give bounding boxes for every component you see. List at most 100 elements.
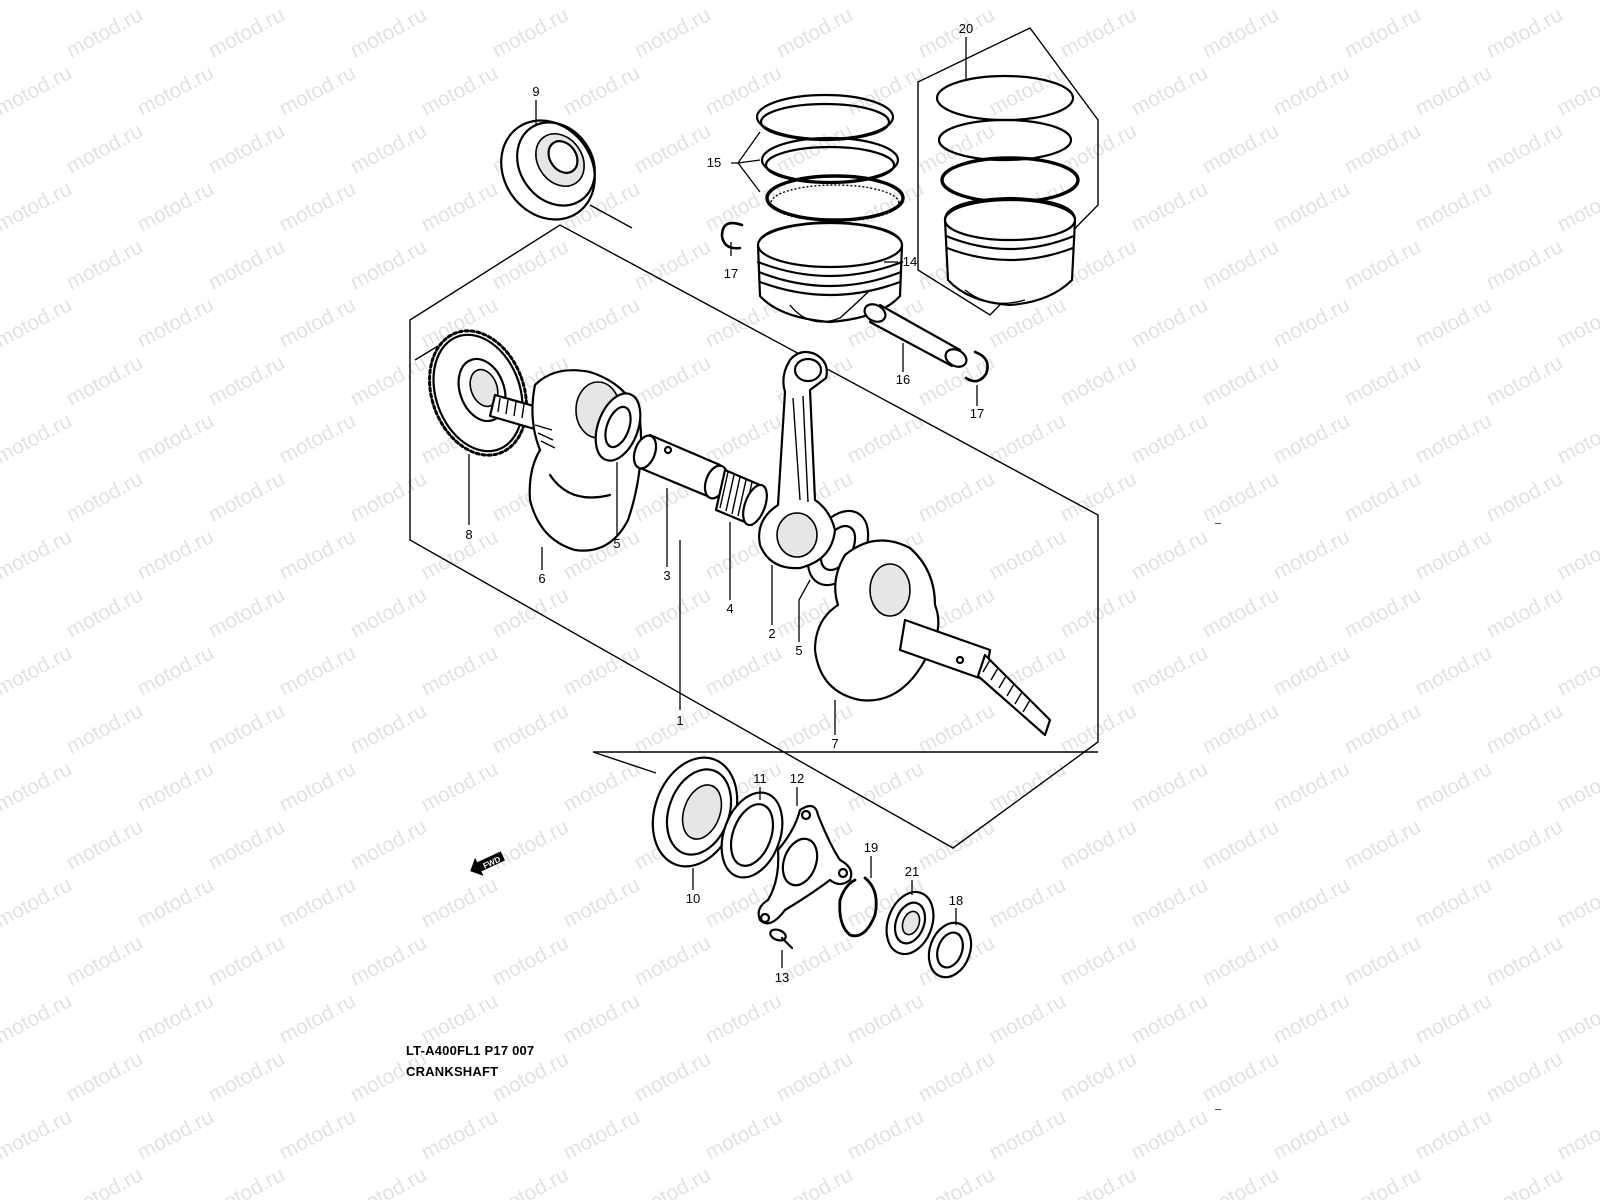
- watermark-text: motod.ru: [844, 1105, 928, 1164]
- watermark-text: motod.ru: [773, 1163, 857, 1200]
- callout-11: 11: [753, 771, 767, 786]
- watermark-text: motod.ru: [1270, 989, 1354, 1048]
- watermark-text: motod.ru: [702, 989, 786, 1048]
- watermark-text: motod.ru: [1483, 815, 1567, 874]
- watermark-text: motod.ru: [134, 989, 218, 1048]
- watermark-text: motod.ru: [63, 3, 147, 62]
- watermark-text: motod.ru: [631, 583, 715, 642]
- bearing-9: [500, 119, 596, 221]
- watermark-text: motod.ru: [0, 1047, 5, 1106]
- piston-set-box: [917, 27, 1099, 316]
- watermark-text: motod.ru: [489, 1163, 573, 1200]
- watermark-text: motod.ru: [418, 525, 502, 584]
- watermark-text: motod.ru: [1412, 757, 1496, 816]
- watermark-text: motod.ru: [844, 0, 928, 4]
- watermark-text: motod.ru: [418, 757, 502, 816]
- watermark-text: motod.ru: [1270, 1105, 1354, 1164]
- watermark-text: motod.ru: [1554, 641, 1600, 700]
- title-block: LT-A400FL1 P17 007 CRANKSHAFT: [406, 1040, 534, 1082]
- callout-2: 2: [768, 626, 775, 641]
- watermark-text: motod.ru: [1483, 467, 1567, 526]
- watermark-text: motod.ru: [0, 119, 5, 178]
- watermark-text: motod.ru: [347, 815, 431, 874]
- watermark-text: motod.ru: [1199, 467, 1283, 526]
- piston-pin-16: [863, 303, 968, 368]
- watermark-text: motod.ru: [134, 0, 218, 4]
- watermark-text: motod.ru: [134, 293, 218, 352]
- watermark-text: motod.ru: [1128, 641, 1212, 700]
- watermark-text: motod.ru: [560, 61, 644, 120]
- watermark-text: motod.ru: [631, 699, 715, 758]
- watermark-text: motod.ru: [347, 583, 431, 642]
- watermark-text: motod.ru: [702, 0, 786, 4]
- watermark-text: motod.ru: [1554, 177, 1600, 236]
- watermark-text: motod.ru: [1554, 293, 1600, 352]
- watermark-text: motod.ru: [1128, 177, 1212, 236]
- watermark-text: motod.ru: [205, 467, 289, 526]
- watermark-text: motod.ru: [1554, 989, 1600, 1048]
- watermark-text: motod.ru: [915, 119, 999, 178]
- callout-5-right: 5: [795, 643, 802, 658]
- watermark-text: motod.ru: [205, 1047, 289, 1106]
- watermark-text: motod.ru: [986, 525, 1070, 584]
- watermark-text: motod.ru: [1341, 467, 1425, 526]
- watermark-text: motod.ru: [205, 235, 289, 294]
- assembly-frame: [409, 204, 1099, 849]
- watermark-text: motod.ru: [1270, 61, 1354, 120]
- piston-rings-15: [755, 93, 905, 222]
- watermark-text: motod.ru: [1554, 409, 1600, 468]
- callout-labels: 1 2 3 4 5 5 6 7 8 9 10 11 12 13 14 15 16…: [465, 21, 984, 985]
- watermark-text: motod.ru: [1483, 931, 1567, 990]
- watermark-text: motod.ru: [1341, 815, 1425, 874]
- watermark-text: motod.ru: [0, 467, 5, 526]
- watermark-text: motod.ru: [0, 641, 76, 700]
- watermark-text: motod.ru: [560, 293, 644, 352]
- callout-7: 7: [831, 736, 838, 751]
- watermark-text: motod.ru: [560, 989, 644, 1048]
- watermark-text: motod.ru: [631, 1047, 715, 1106]
- callout-8: 8: [465, 527, 472, 542]
- watermark-text: motod.ru: [276, 293, 360, 352]
- watermark-text: motod.ru: [0, 989, 76, 1048]
- watermark-text: motod.ru: [347, 235, 431, 294]
- needle-bearing-4: [714, 468, 768, 527]
- watermark-text: motod.ru: [1341, 235, 1425, 294]
- watermark-text: motod.ru: [1270, 293, 1354, 352]
- callout-12: 12: [790, 771, 804, 786]
- watermark-text: motod.ru: [134, 177, 218, 236]
- watermark-text: motod.ru: [489, 3, 573, 62]
- watermark-text: motod.ru: [134, 525, 218, 584]
- watermark-text: motod.ru: [205, 1163, 289, 1200]
- watermark-text: motod.ru: [1270, 525, 1354, 584]
- bearing-21: [885, 890, 935, 956]
- watermark-text: motod.ru: [1128, 757, 1212, 816]
- watermark-text: motod.ru: [1554, 1105, 1600, 1164]
- watermark-text: motod.ru: [347, 119, 431, 178]
- watermark-text: motod.ru: [1128, 873, 1212, 932]
- watermark-text: motod.ru: [1483, 235, 1567, 294]
- watermark-text: motod.ru: [844, 757, 928, 816]
- watermark-text: motod.ru: [0, 0, 76, 4]
- watermark-text: motod.ru: [276, 0, 360, 4]
- callout-17-lower: 17: [970, 406, 984, 421]
- watermark-text: motod.ru: [1057, 3, 1141, 62]
- watermark-text: motod.ru: [986, 873, 1070, 932]
- watermark-text: motod.ru: [986, 409, 1070, 468]
- watermark-text: motod.ru: [1412, 989, 1496, 1048]
- watermark-text: motod.ru: [205, 119, 289, 178]
- watermark-text: motod.ru: [1341, 699, 1425, 758]
- watermark-text: motod.ru: [560, 1105, 644, 1164]
- watermark-text: motod.ru: [0, 873, 76, 932]
- watermark-text: motod.ru: [1270, 409, 1354, 468]
- watermark-text: motod.ru: [0, 583, 5, 642]
- watermark-text: motod.ru: [63, 1163, 147, 1200]
- watermark-text: motod.ru: [844, 409, 928, 468]
- watermark-text: motod.ru: [773, 699, 857, 758]
- leader-lines: [468, 37, 978, 968]
- watermark-text: motod.ru: [276, 873, 360, 932]
- watermark-text: motod.ru: [560, 873, 644, 932]
- callout-10: 10: [686, 891, 700, 906]
- watermark-text: motod.ru: [773, 3, 857, 62]
- watermark-text: motod.ru: [773, 119, 857, 178]
- watermark-text: motod.ru: [986, 1105, 1070, 1164]
